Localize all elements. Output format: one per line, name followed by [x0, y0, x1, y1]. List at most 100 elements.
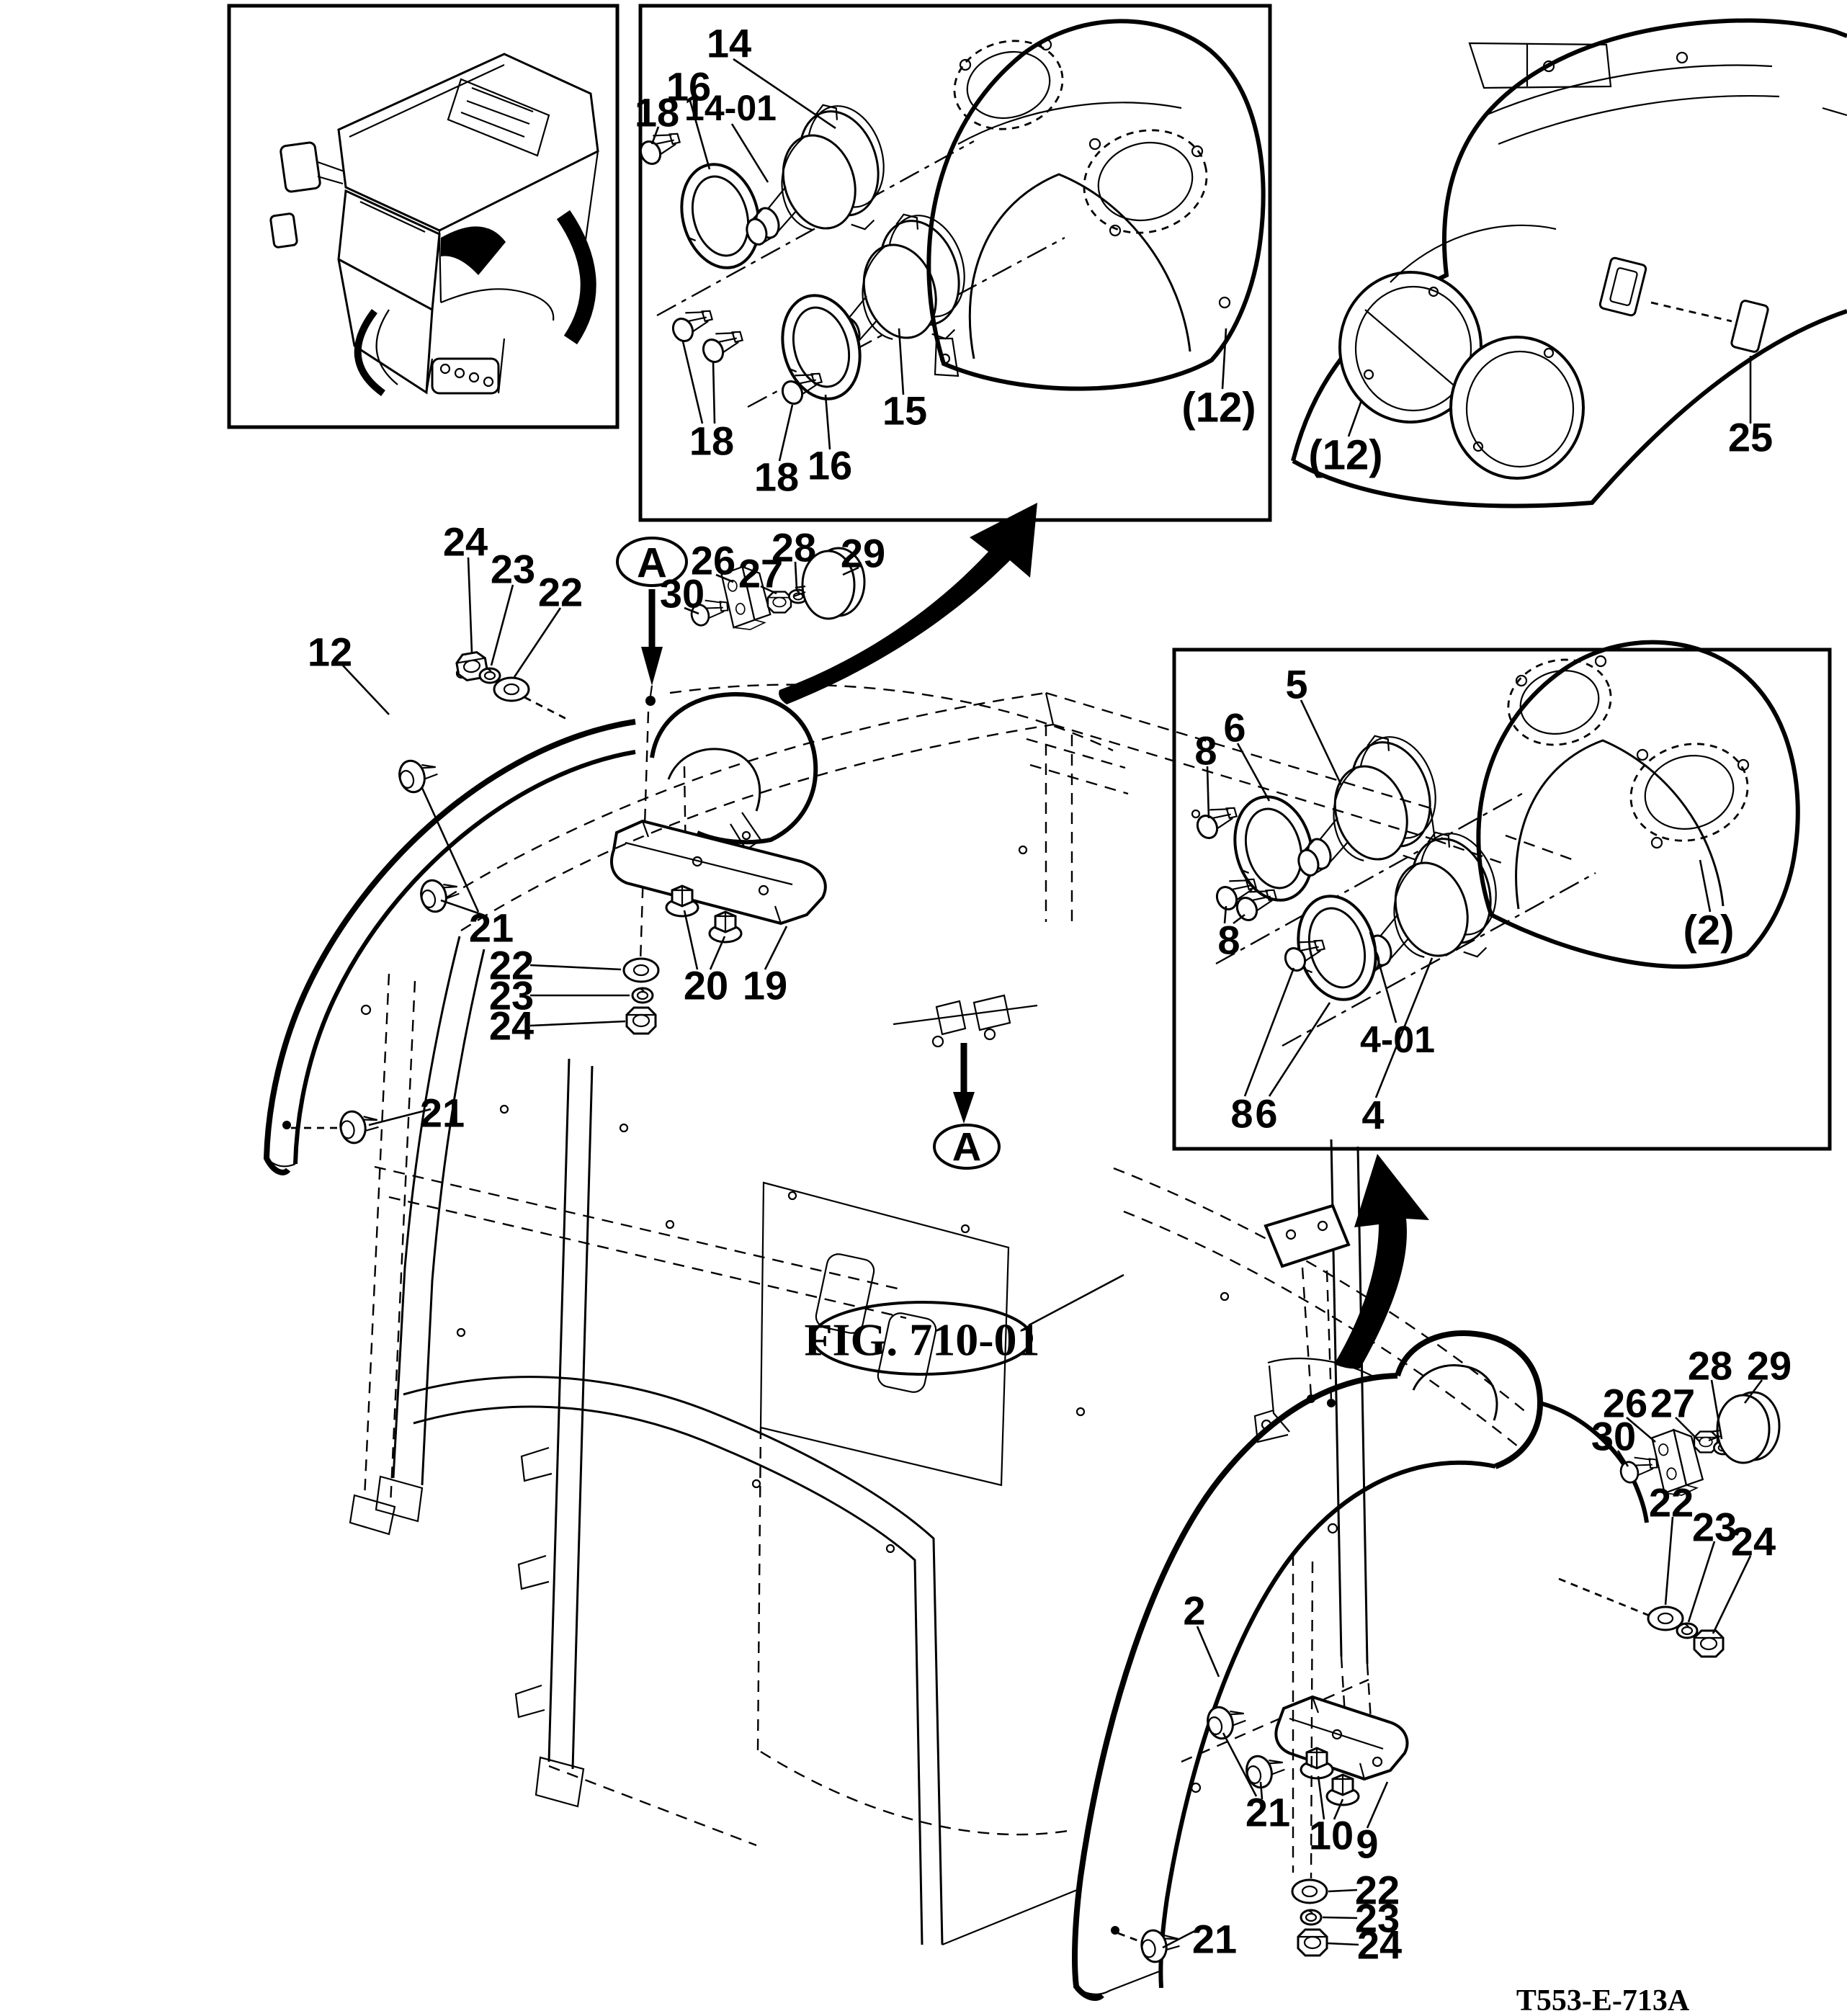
cab-thumbnail-part	[354, 308, 385, 397]
cab-thumbnail-part	[317, 161, 345, 185]
fender-top-right-part	[1347, 400, 1363, 437]
fender-top-right-part	[1598, 256, 1647, 317]
cab-frame-part	[403, 1376, 944, 1945]
fender-shell-12-part	[1097, 141, 1194, 222]
support-bracket-9	[1274, 1695, 1409, 1781]
left-fender-assembly	[263, 547, 866, 1175]
left-fender-assembly-part	[293, 750, 636, 1165]
fender-top-right-part	[1354, 285, 1472, 412]
right-fender-assembly-part	[1664, 1516, 1674, 1605]
callout-22: 22	[489, 943, 534, 988]
support-bracket-19-part	[692, 856, 703, 867]
fender-cap-part	[1412, 1364, 1498, 1421]
callout-22: 22	[1355, 1868, 1400, 1913]
callout-15: 15	[882, 388, 927, 434]
right-fender-assembly-part	[1675, 1417, 1701, 1443]
cab-frame-part	[1045, 691, 1431, 810]
figure-reference-part	[811, 1301, 1033, 1376]
fender-shell-2-part	[1507, 658, 1612, 746]
callout-21: 21	[1192, 1917, 1237, 1962]
right-fender-assembly-part	[1558, 1577, 1652, 1618]
right-fender-assembly-part	[1322, 1889, 1359, 1946]
view-a-marker-bottom-part	[933, 1124, 1001, 1170]
callout-4: 4	[1361, 1093, 1384, 1138]
support-bracket-9-part	[1331, 1729, 1343, 1740]
callout-21: 21	[1246, 1790, 1290, 1835]
callout-19: 19	[743, 963, 787, 1008]
right-fender-assembly-part	[1626, 1417, 1656, 1443]
detail-right-content-part	[1215, 789, 1528, 965]
callout-22: 22	[1649, 1480, 1694, 1526]
detail-right-content-part	[1236, 743, 1271, 802]
fender-top-right-part	[1650, 301, 1732, 323]
right-fender-assembly-part	[1743, 1379, 1763, 1404]
fender-shell-12-part	[1218, 296, 1231, 309]
fender-top-right-part	[1364, 309, 1463, 393]
callout-8: 8	[1194, 728, 1217, 774]
callout-12: 12	[308, 630, 352, 675]
cab-frame-part	[759, 1181, 1010, 1487]
fender-shell-12-part	[953, 40, 1064, 130]
cab-frame-part	[1123, 1210, 1522, 1450]
support-bracket-9-part	[1274, 1695, 1409, 1781]
callout-10: 10	[1309, 1813, 1354, 1858]
callout-23: 23	[489, 973, 534, 1018]
view-a-marker-top	[616, 537, 688, 963]
fender-cap-part	[667, 748, 761, 812]
right-fender-assembly-part	[1327, 1399, 1336, 1407]
cab-frame-part	[760, 1750, 1068, 1836]
callout-14: 14	[707, 21, 751, 66]
right-fender-assembly-part	[1111, 1926, 1119, 1935]
detail-top-content-part	[656, 140, 975, 317]
cab-frame-part	[499, 1104, 509, 1114]
left-fender-assembly-part	[421, 787, 483, 916]
left-fender-assembly-part	[490, 584, 514, 666]
nut-24	[1297, 1928, 1328, 1957]
fender-top-right-part	[1468, 42, 1612, 89]
lock-washer-23	[478, 667, 501, 684]
callout-8: 8	[1217, 918, 1240, 963]
left-fender-assembly-part	[529, 964, 630, 1027]
right-fender-assembly-part	[1301, 1267, 1333, 1401]
cab-frame-part	[456, 1327, 466, 1338]
callout-27: 27	[1650, 1381, 1695, 1426]
view-a-marker-bottom-part	[935, 994, 1011, 1036]
detail-pointer-arrow-right	[1334, 1154, 1429, 1369]
fender-shell-12-part	[1191, 145, 1204, 158]
callout-23: 23	[1355, 1896, 1400, 1941]
cab-frame-part	[1018, 845, 1028, 855]
cab-frame-part	[669, 684, 1114, 752]
right-fender-assembly-part	[1317, 1775, 1344, 1820]
washer-22	[493, 676, 530, 702]
cab-thumbnail-part	[440, 288, 555, 321]
callout-30: 30	[1591, 1414, 1636, 1459]
cab-frame-part	[446, 691, 1047, 899]
left-fender-assembly-part	[764, 926, 788, 970]
left-fender-assembly-part	[360, 1004, 372, 1016]
fender-shell-2-part	[1650, 836, 1663, 849]
cab-thumbnail-part	[483, 376, 494, 387]
clip-21	[336, 1106, 382, 1147]
cab-frame-part	[375, 1475, 424, 1523]
washer-22	[622, 957, 660, 983]
detail-top-content-part	[730, 123, 769, 183]
cab-frame-part	[374, 1165, 907, 1320]
callout-18: 18	[754, 454, 799, 500]
cab-frame-part	[619, 1123, 629, 1133]
cab-thumbnail-part	[279, 141, 321, 193]
fender-top-right-part	[1465, 350, 1575, 468]
right-fender-assembly-part	[1317, 1220, 1328, 1232]
detail-right-content	[1191, 640, 1800, 1098]
cab-frame-part	[1220, 1291, 1230, 1302]
fender-shell-12-part	[1039, 38, 1052, 51]
bolt-20	[665, 884, 699, 918]
callout-6: 6	[1255, 1091, 1277, 1137]
support-bracket-19	[610, 819, 827, 926]
cab-frame-part	[1045, 692, 1436, 841]
fender-top-right-part	[1292, 309, 1847, 509]
right-fender-assembly-part	[1162, 1925, 1205, 1949]
figure-reference-part	[1028, 1273, 1124, 1327]
left-fender-assembly-part	[282, 1121, 291, 1129]
cab-frame-part	[665, 1219, 675, 1229]
